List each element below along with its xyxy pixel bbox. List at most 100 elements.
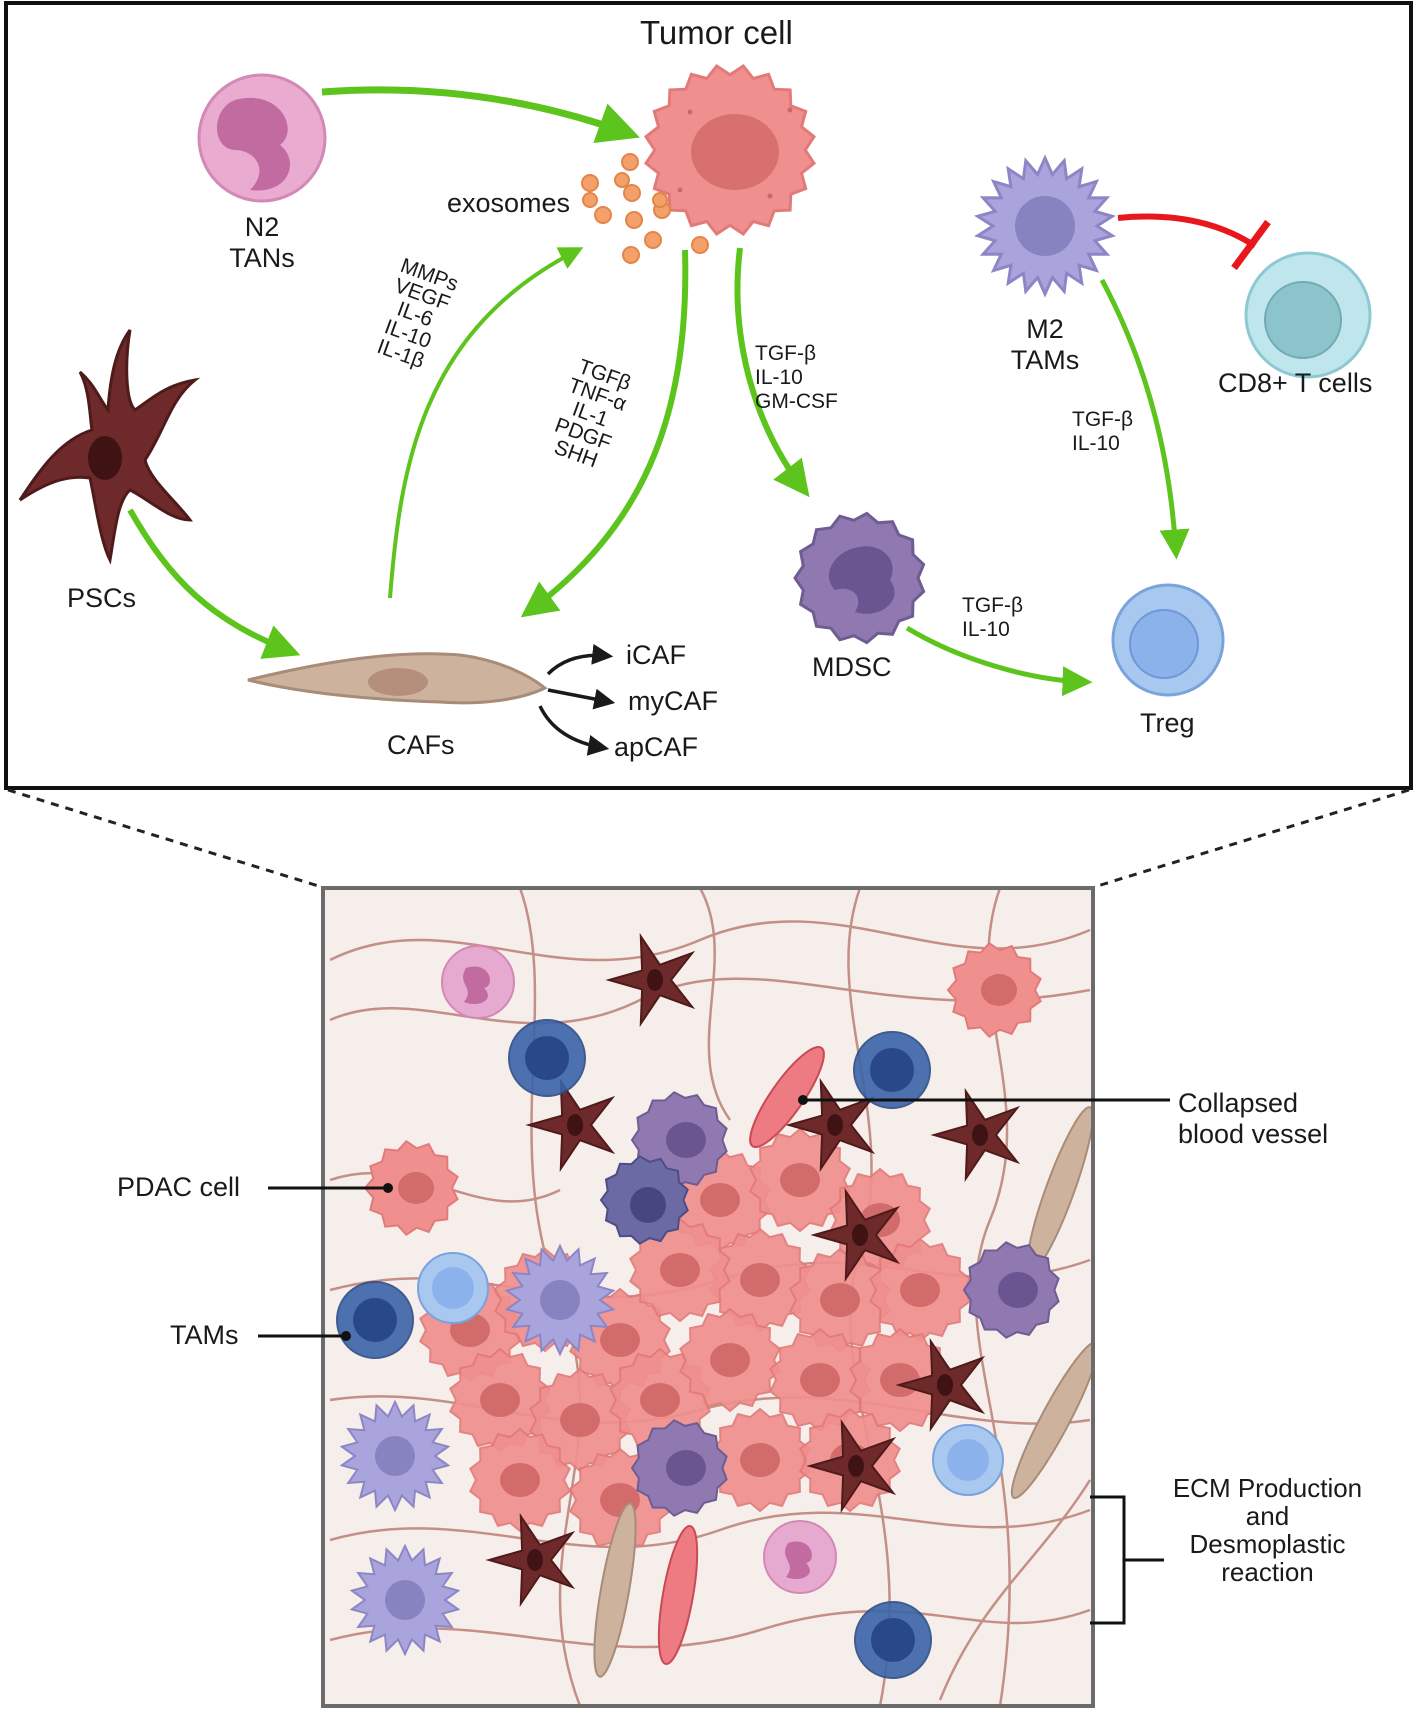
tumor-mass-nucleus: [820, 1283, 860, 1317]
n2-tans-label-line2: TANs: [229, 243, 295, 273]
tumor-mass-nucleus: [480, 1383, 520, 1417]
tumor-mass-nucleus: [780, 1163, 820, 1197]
stellate-cell-nucleus: [972, 1124, 988, 1146]
m2-tam-cell-icon: [974, 154, 1116, 298]
ecm-label-line4: reaction: [1221, 1557, 1314, 1587]
tissue-panel-frame: [321, 886, 1095, 1708]
stellate-cell-nucleus: [647, 969, 663, 991]
stellate-cell-nucleus: [848, 1455, 864, 1477]
arrow-tams-to-treg: [1099, 278, 1190, 560]
tumor-mass-nucleus: [740, 1443, 780, 1477]
treg-tissue-nucleus: [947, 1439, 989, 1481]
tumor-mass-nucleus: [640, 1383, 680, 1417]
cd8-t-cell-icon: [1244, 251, 1372, 379]
tumor-cell-title: Tumor cell: [640, 14, 793, 51]
exosomes-label: exosomes: [447, 188, 571, 218]
arrow-mdsc-to-treg: [905, 625, 1093, 697]
ecm-label-line1: ECM Production: [1172, 1473, 1363, 1503]
collapsed-vessel-icon: [749, 1046, 825, 1148]
arrow-cafs-to-tumor: [388, 247, 584, 599]
stellate-cell-nucleus: [527, 1549, 543, 1571]
zoom-line-left: [7, 788, 326, 890]
mdsc-cell-icon: [793, 511, 926, 645]
tumor-mass-nucleus: [700, 1183, 740, 1217]
apcaf-label: apCAF: [614, 732, 699, 762]
cafs-label: CAFs: [387, 730, 455, 760]
pdac-cell-nucleus: [398, 1172, 434, 1204]
mdsc-tissue-nucleus: [666, 1450, 706, 1486]
stellate-cell-nucleus: [852, 1224, 868, 1246]
collapsed-vessel-icon: [657, 1525, 699, 1665]
signal-item: GM-CSF: [755, 390, 838, 413]
tumor-mass-nucleus: [740, 1263, 780, 1297]
m2-tams-label-line2: TAMs: [1010, 345, 1080, 375]
m2-tams-label: M2 TAMs: [1000, 314, 1090, 376]
callout-dot-tams: [341, 1331, 351, 1341]
cd8-t-cells-label: CD8+ T cells: [1218, 368, 1373, 398]
treg-cell-icon: [1111, 583, 1225, 697]
mdsc-label: MDSC: [812, 652, 892, 682]
zoom-line-right: [1090, 788, 1410, 890]
signal-item: IL-10: [962, 618, 1010, 641]
signal-item: TGF-β: [962, 594, 1024, 617]
signal-item: IL-10: [755, 366, 803, 389]
tam-tissue-nucleus: [540, 1280, 580, 1320]
arrow-caf-to-icaf: [546, 643, 614, 676]
n2-tan-cell-icon: [197, 73, 327, 203]
tumor-microenvironment-illustration: [323, 888, 1093, 1706]
signal-item: IL-10: [1072, 432, 1120, 455]
signals-tumor-to-mdsc: TGF-β IL-10 GM-CSF: [755, 342, 838, 414]
fibroblast-icon: [1010, 1341, 1093, 1499]
tumor-mass-nucleus: [500, 1463, 540, 1497]
tumor-mass-nucleus: [600, 1323, 640, 1357]
collapsed-vessel-label-line2: blood vessel: [1178, 1119, 1329, 1149]
mdsc-tissue-nucleus: [998, 1272, 1038, 1308]
lymphocyte-nucleus: [353, 1298, 397, 1342]
treg-tissue-nucleus: [432, 1267, 474, 1309]
stellate-cell-nucleus: [567, 1114, 583, 1136]
ecm-fiber: [329, 920, 1091, 962]
pscs-label: PSCs: [67, 583, 137, 613]
arrow-pscs-to-cafs: [127, 508, 301, 659]
n2-tans-label: N2 TANs: [222, 212, 302, 274]
tam-tissue-nucleus: [385, 1580, 425, 1620]
inhibition-bar: [1231, 219, 1271, 271]
ecm-fiber: [938, 1479, 1092, 1701]
ecm-label-line3: Desmoplastic: [1189, 1529, 1346, 1559]
tam-tissue-nucleus: [375, 1436, 415, 1476]
collapsed-vessel-label: Collapsed blood vessel: [1178, 1088, 1328, 1150]
tumor-mass-nucleus: [560, 1403, 600, 1437]
ecm-fiber: [698, 888, 732, 1121]
tumor-mass-nucleus: [710, 1343, 750, 1377]
arrow-tumor-to-cafs: [520, 249, 689, 618]
caf-fibroblast-icon: [247, 652, 548, 705]
arrow-tumor-to-mdsc: [734, 247, 810, 498]
mycaf-label: myCAF: [628, 686, 718, 716]
n2-tans-label-line1: N2: [244, 212, 280, 242]
signal-item: TGF-β: [755, 342, 817, 365]
ecm-label: ECM Production and Desmoplastic reaction: [1160, 1474, 1375, 1586]
m2-tams-label-line1: M2: [1026, 314, 1064, 344]
tumor-mass-nucleus: [660, 1253, 700, 1287]
signals-tams-to-treg: TGF-β IL-10: [1072, 408, 1133, 456]
stellate-cell-nucleus: [937, 1374, 953, 1396]
pdac-cell-label: PDAC cell: [117, 1172, 241, 1202]
arrow-tans-to-tumor: [321, 86, 640, 144]
collapsed-vessel-label-line1: Collapsed: [1178, 1088, 1299, 1118]
icaf-label: iCAF: [626, 640, 686, 670]
tumor-mass-nucleus: [900, 1273, 940, 1307]
ecm-label-line2: and: [1245, 1501, 1290, 1531]
ecm-fiber: [329, 1508, 1091, 1549]
callout-bracket-ecm: [1090, 1495, 1164, 1625]
mdsc-tissue-nucleus: [666, 1122, 706, 1158]
ecm-fiber: [329, 1608, 1091, 1649]
callout-dot-pdac: [383, 1183, 393, 1193]
neutrophil-nucleus: [785, 1541, 812, 1580]
tams-label: TAMs: [170, 1320, 239, 1350]
psc-stellate-cell-icon: [18, 329, 201, 565]
arrow-caf-to-mycaf: [547, 688, 616, 710]
pdac-cell-nucleus: [981, 974, 1017, 1006]
lymphocyte-nucleus: [525, 1036, 569, 1080]
signals-mdsc-to-treg: TGF-β IL-10: [962, 594, 1023, 642]
